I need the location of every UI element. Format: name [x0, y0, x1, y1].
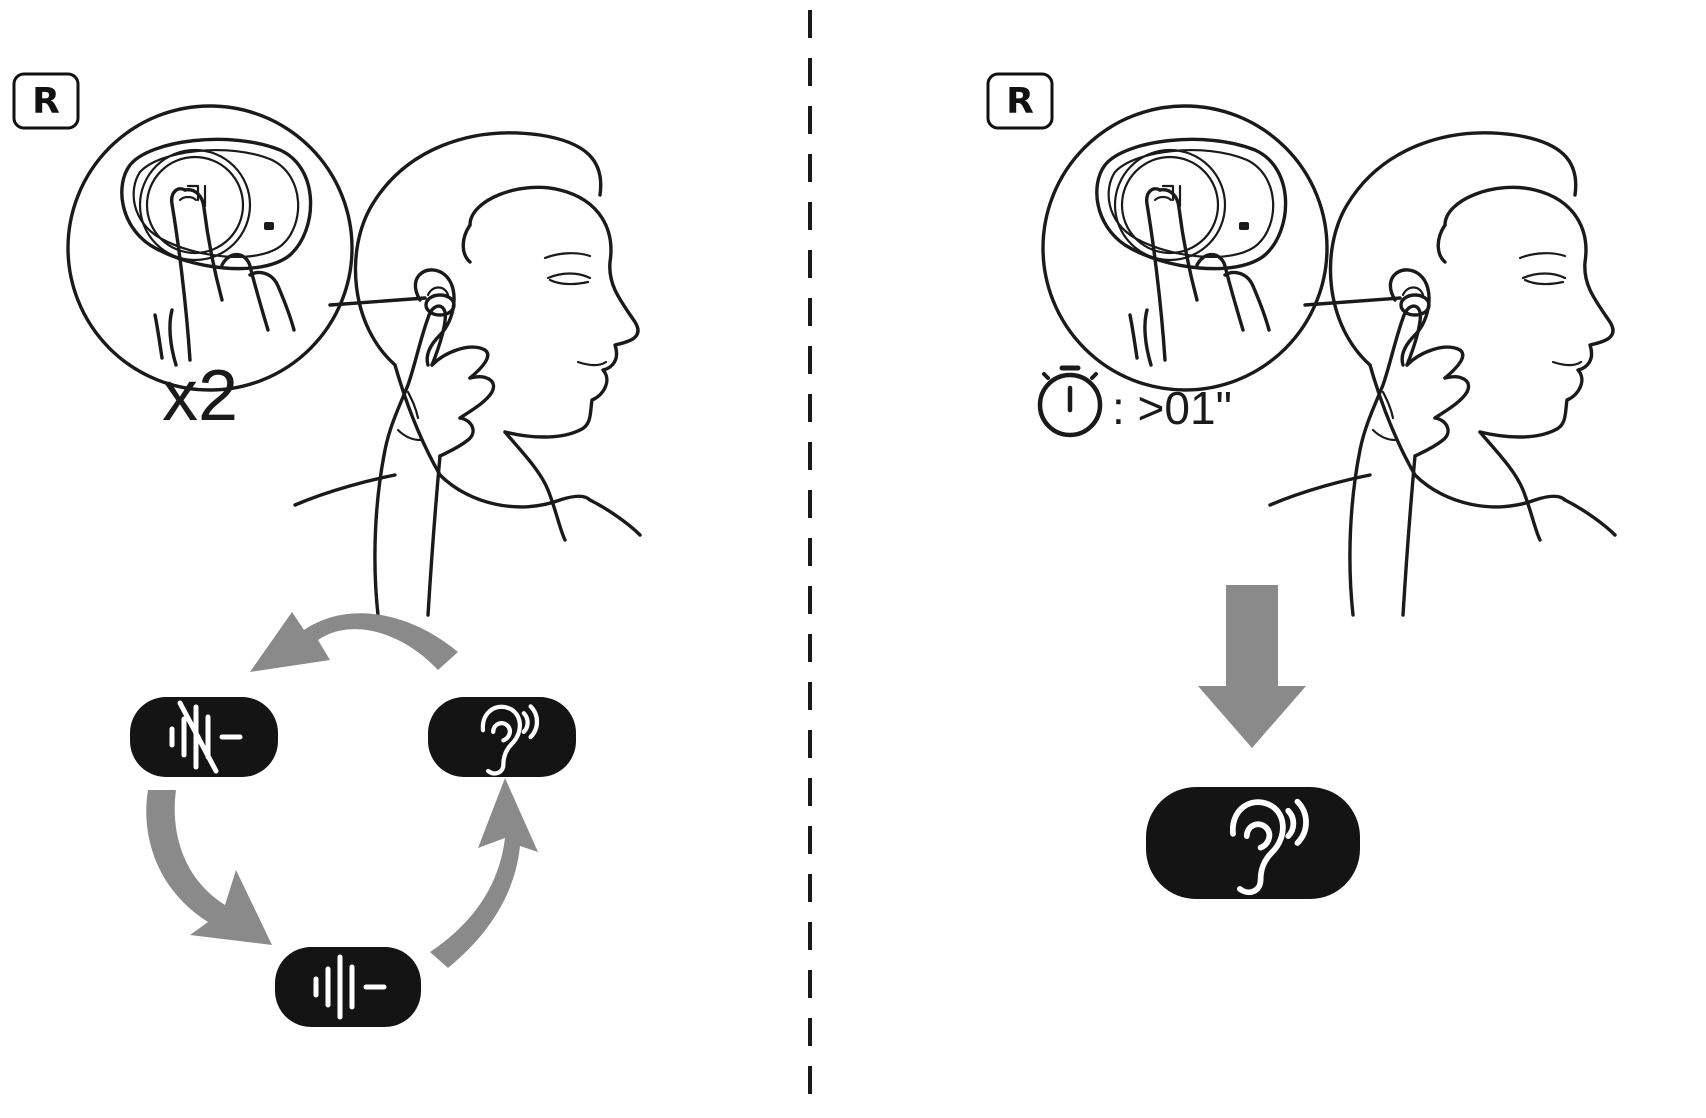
mode-pill-nc	[275, 947, 421, 1027]
right-side-badge-2: R	[986, 72, 1054, 130]
arrow-to-nc	[146, 790, 272, 945]
earbud-zoom-illustration	[66, 104, 354, 392]
earbud-zoom-illustration-hold	[1041, 104, 1329, 392]
hold-duration-label: : >01"	[1112, 382, 1232, 434]
arrow-to-nc-off	[250, 612, 458, 672]
result-mode-pill-transparency	[1146, 787, 1360, 899]
left-panel: R x2	[12, 72, 642, 1027]
stopwatch-icon	[1037, 365, 1103, 438]
mode-pill-nc-off	[130, 697, 278, 777]
mode-pill-transparency	[428, 697, 576, 777]
down-arrow	[1198, 585, 1306, 748]
cycle-arrows	[146, 612, 538, 968]
right-panel: R : >01"	[986, 72, 1617, 899]
double-tap-label: x2	[162, 356, 238, 436]
side-badge-label: R	[1006, 81, 1034, 122]
right-side-badge: R	[12, 72, 80, 130]
side-badge-label: R	[32, 81, 60, 122]
arrow-to-transparency	[430, 778, 538, 968]
